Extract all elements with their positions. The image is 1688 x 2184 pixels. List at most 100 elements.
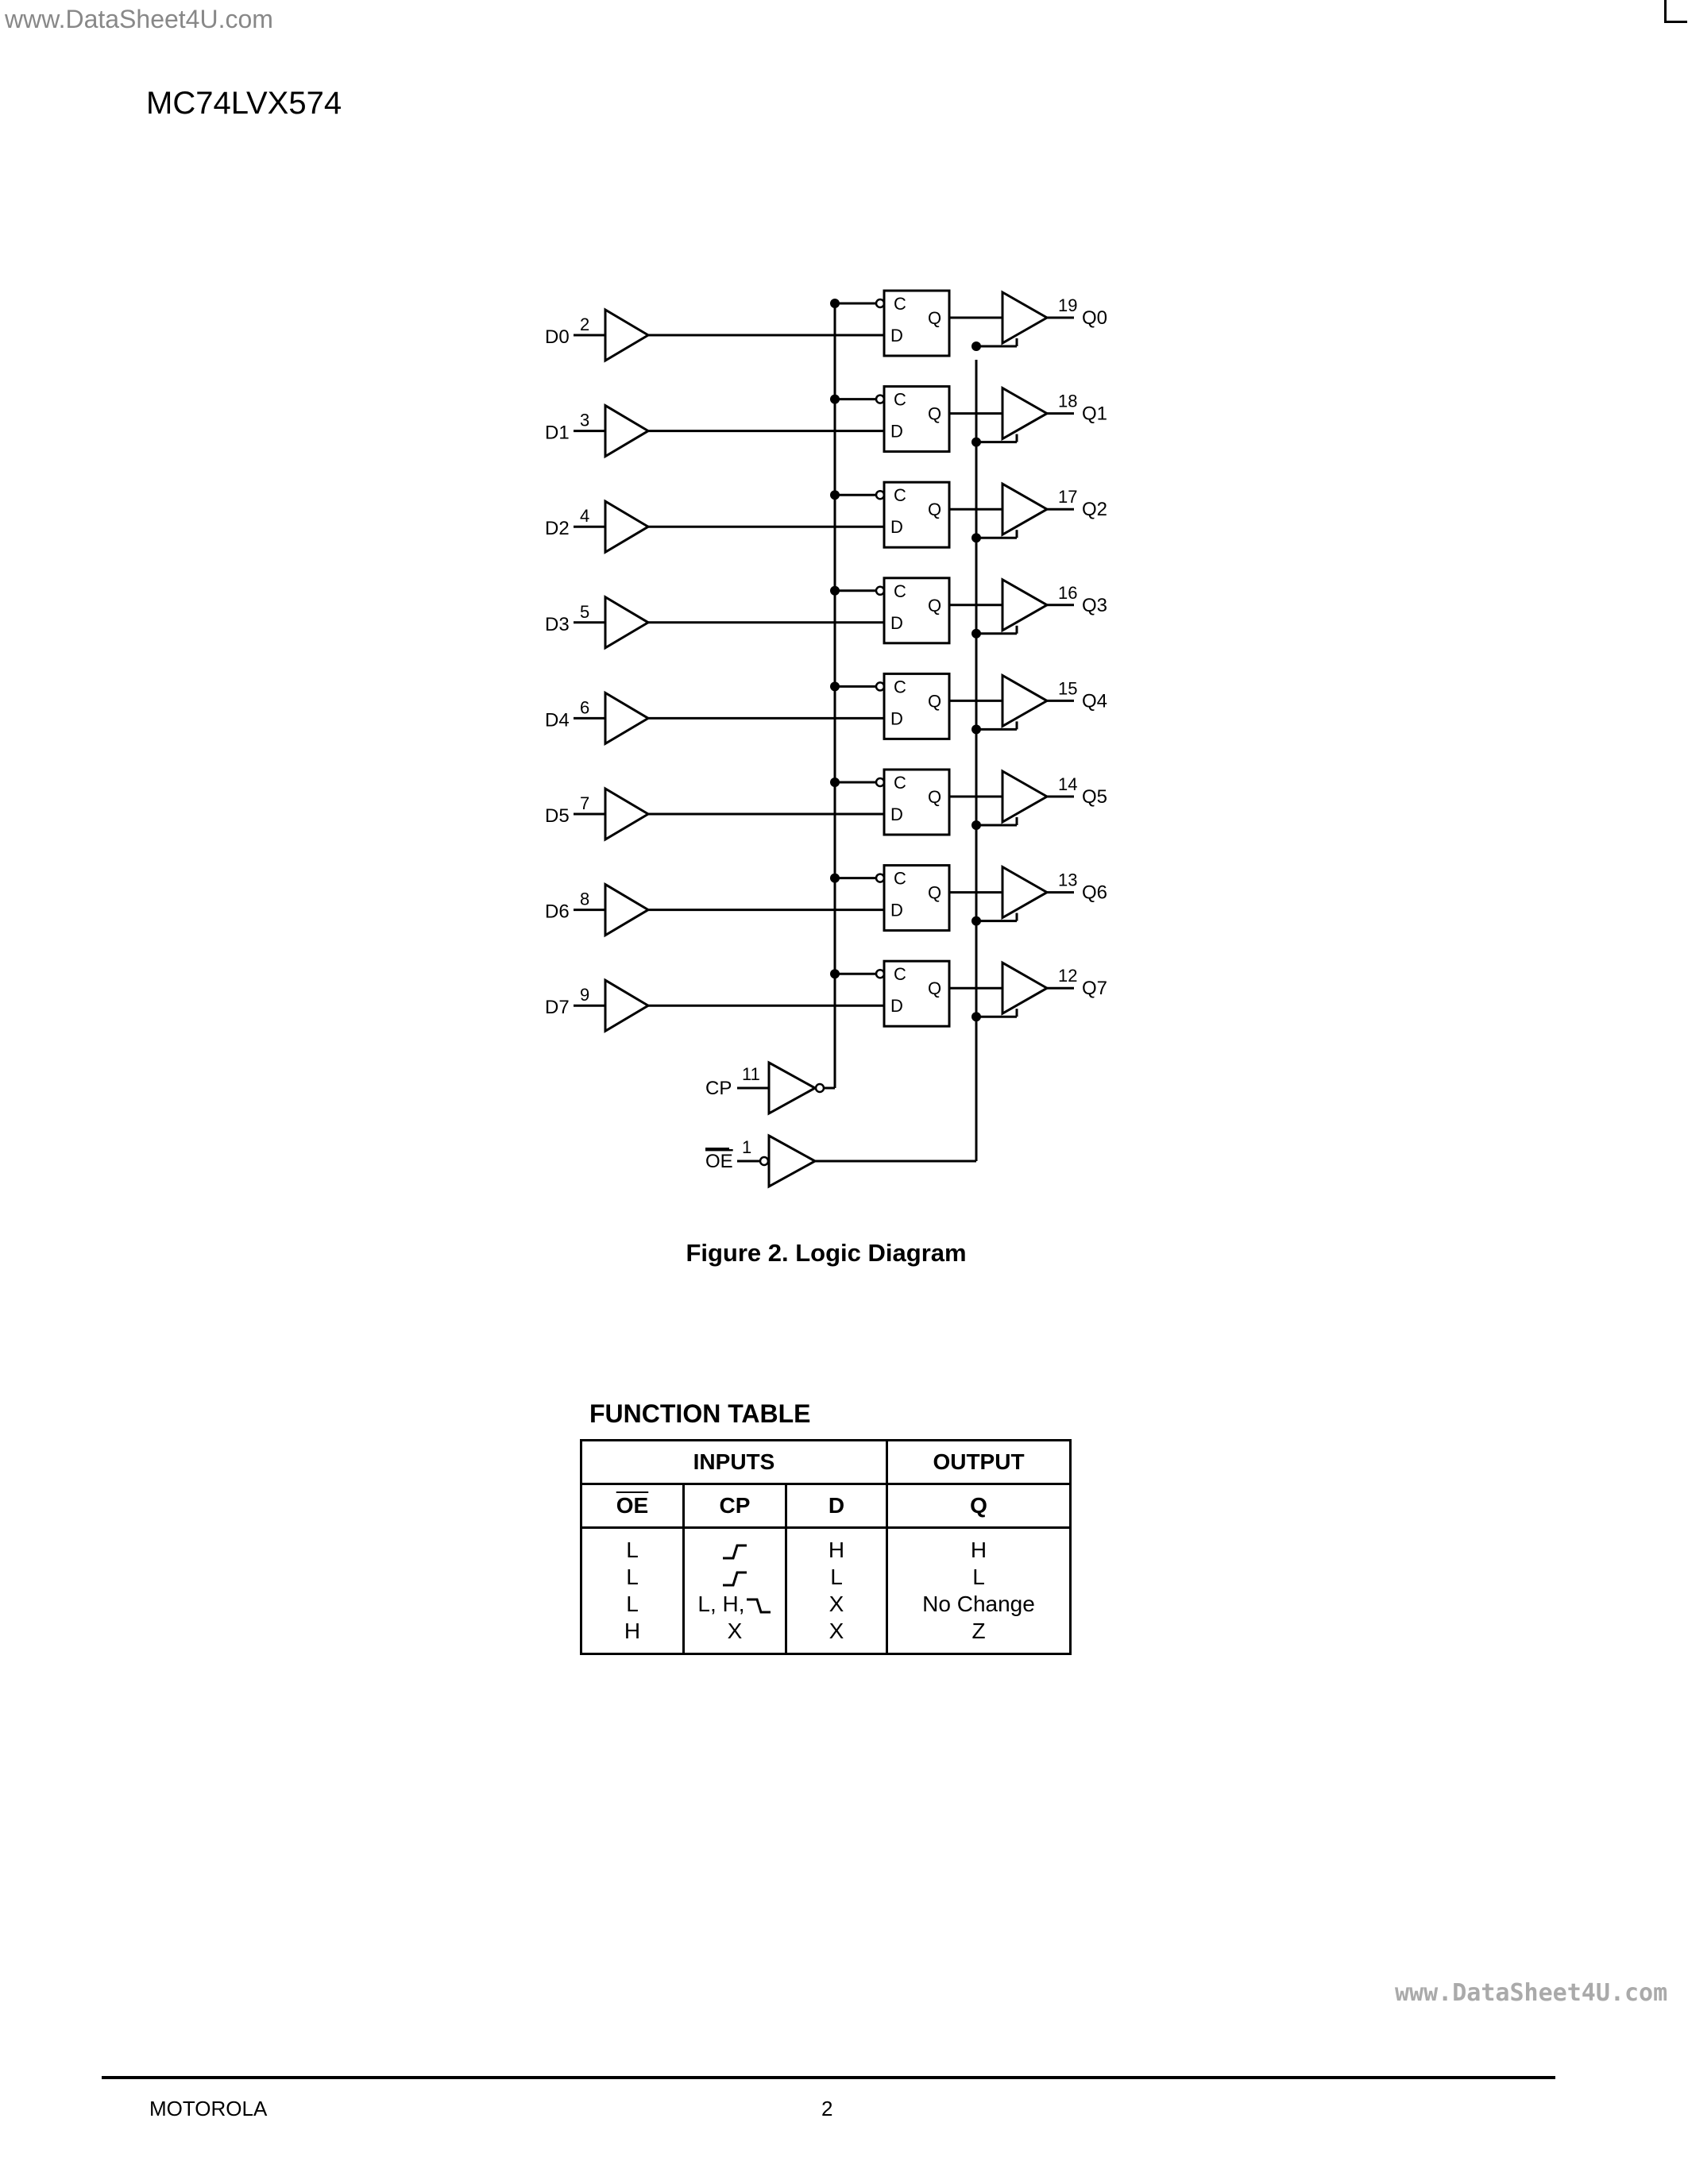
input-buffer — [604, 786, 651, 842]
input-label-d5: D5 — [545, 805, 570, 827]
rising-edge-icon — [723, 1544, 747, 1560]
output-label-q6: Q6 — [1082, 882, 1107, 904]
watermark-url: www.DataSheet4U.com — [5, 5, 273, 33]
output-buffer — [1001, 481, 1050, 537]
flip-flop-box — [883, 385, 951, 453]
output-buffer — [1001, 577, 1050, 633]
cell-d: L — [785, 1564, 888, 1591]
part-number-heading: MC74LVX574 — [146, 86, 342, 121]
inputs-group-header: INPUTS — [580, 1439, 888, 1485]
flip-flop-clock-label: C — [894, 964, 906, 984]
input-buffer — [604, 690, 651, 747]
input-pin-number: 4 — [580, 506, 589, 526]
flip-flop-q-label: Q — [928, 596, 941, 615]
footer-rule — [102, 2076, 1555, 2079]
flip-flop-box — [883, 768, 951, 836]
input-pin-number: 5 — [580, 602, 589, 622]
flip-flop-data-label: D — [890, 708, 903, 728]
input-buffer — [604, 403, 651, 459]
output-buffer — [1001, 960, 1050, 1016]
figure-caption: Figure 2. Logic Diagram — [686, 1239, 967, 1267]
input-pin-number: 3 — [580, 411, 589, 430]
cell-oe: L — [580, 1564, 685, 1591]
column-header-oe: OE — [580, 1483, 685, 1529]
output-label-q1: Q1 — [1082, 403, 1107, 425]
input-pin-number: 2 — [580, 314, 589, 334]
output-label-q5: Q5 — [1082, 786, 1107, 808]
cell-oe: H — [580, 1618, 685, 1654]
flip-flop-data-label: D — [890, 613, 903, 633]
output-pin-number: 14 — [1058, 774, 1077, 794]
function-table-title: FUNCTION TABLE — [589, 1399, 811, 1428]
flip-flop-box — [883, 480, 951, 549]
corner-crop-mark — [1664, 0, 1687, 23]
flip-flop-clock-label: C — [894, 677, 906, 696]
output-pin-number: 16 — [1058, 583, 1077, 603]
cell-oe: L — [580, 1527, 685, 1564]
table-column-header-row: OE CP D Q — [580, 1483, 1072, 1529]
flip-flop-clock-label: C — [894, 390, 906, 410]
table-group-header-row: INPUTS OUTPUT — [580, 1439, 1072, 1485]
flip-flop-q-label: Q — [928, 787, 941, 807]
flip-flop-clock-label: C — [894, 581, 906, 601]
output-buffer — [1001, 769, 1050, 824]
logic-diagram: D02CDQ19Q0D13CDQ18Q1D24CDQ17Q2D35CDQ16Q3… — [545, 289, 1107, 1189]
output-group-header: OUTPUT — [886, 1439, 1072, 1485]
input-pin-number: 6 — [580, 697, 589, 717]
flip-flop-clock-label: C — [894, 485, 906, 505]
flip-flop-data-label: D — [890, 326, 903, 345]
output-pin-number: 17 — [1058, 487, 1077, 507]
input-pin-number: 9 — [580, 985, 589, 1005]
cell-q: Z — [886, 1618, 1072, 1654]
input-pin-number: 7 — [580, 793, 589, 813]
clock-pin-number: 11 — [742, 1064, 760, 1084]
input-label-d7: D7 — [545, 997, 570, 1018]
flip-flop-q-label: Q — [928, 691, 941, 711]
output-label-q4: Q4 — [1082, 690, 1107, 712]
flip-flop-clock-label: C — [894, 294, 906, 314]
cell-cp: X — [682, 1618, 787, 1654]
input-label-d6: D6 — [545, 901, 570, 923]
cell-d: X — [785, 1591, 888, 1618]
clock-input-label: CP — [705, 1078, 732, 1099]
cell-q: No Change — [886, 1591, 1072, 1618]
column-header-q: Q — [886, 1483, 1072, 1529]
input-label-d3: D3 — [545, 614, 570, 635]
output-label-q2: Q2 — [1082, 499, 1107, 520]
oe-input-label: OE — [705, 1151, 733, 1172]
rising-edge-icon — [723, 1571, 747, 1587]
flip-flop-box — [883, 864, 951, 932]
input-label-d0: D0 — [545, 326, 570, 348]
output-pin-number: 19 — [1058, 295, 1077, 315]
oe-pin-number: 1 — [742, 1137, 751, 1157]
input-label-d1: D1 — [545, 423, 570, 444]
output-buffer — [1001, 673, 1050, 728]
falling-edge-icon — [746, 1598, 771, 1614]
cell-oe: L — [580, 1591, 685, 1618]
cell-q: H — [886, 1527, 1072, 1564]
input-label-d2: D2 — [545, 518, 570, 539]
input-buffer — [604, 595, 651, 650]
flip-flop-box — [883, 577, 951, 645]
column-header-cp: CP — [682, 1483, 787, 1529]
output-buffer — [1001, 865, 1050, 920]
flip-flop-data-label: D — [890, 517, 903, 537]
cell-cp — [682, 1564, 787, 1591]
flip-flop-data-label: D — [890, 901, 903, 920]
output-pin-number: 12 — [1058, 966, 1077, 986]
cell-q: L — [886, 1564, 1072, 1591]
column-header-d: D — [785, 1483, 888, 1529]
flip-flop-box — [883, 672, 951, 740]
flip-flop-q-label: Q — [928, 308, 941, 328]
cell-cp — [682, 1527, 787, 1564]
output-pin-number: 15 — [1058, 678, 1077, 698]
clock-input-inverter — [767, 1060, 818, 1116]
output-pin-number: 13 — [1058, 870, 1077, 890]
input-buffer — [604, 499, 651, 554]
flip-flop-q-label: Q — [928, 883, 941, 903]
flip-flop-clock-label: C — [894, 869, 906, 889]
flip-flop-box — [883, 959, 951, 1028]
